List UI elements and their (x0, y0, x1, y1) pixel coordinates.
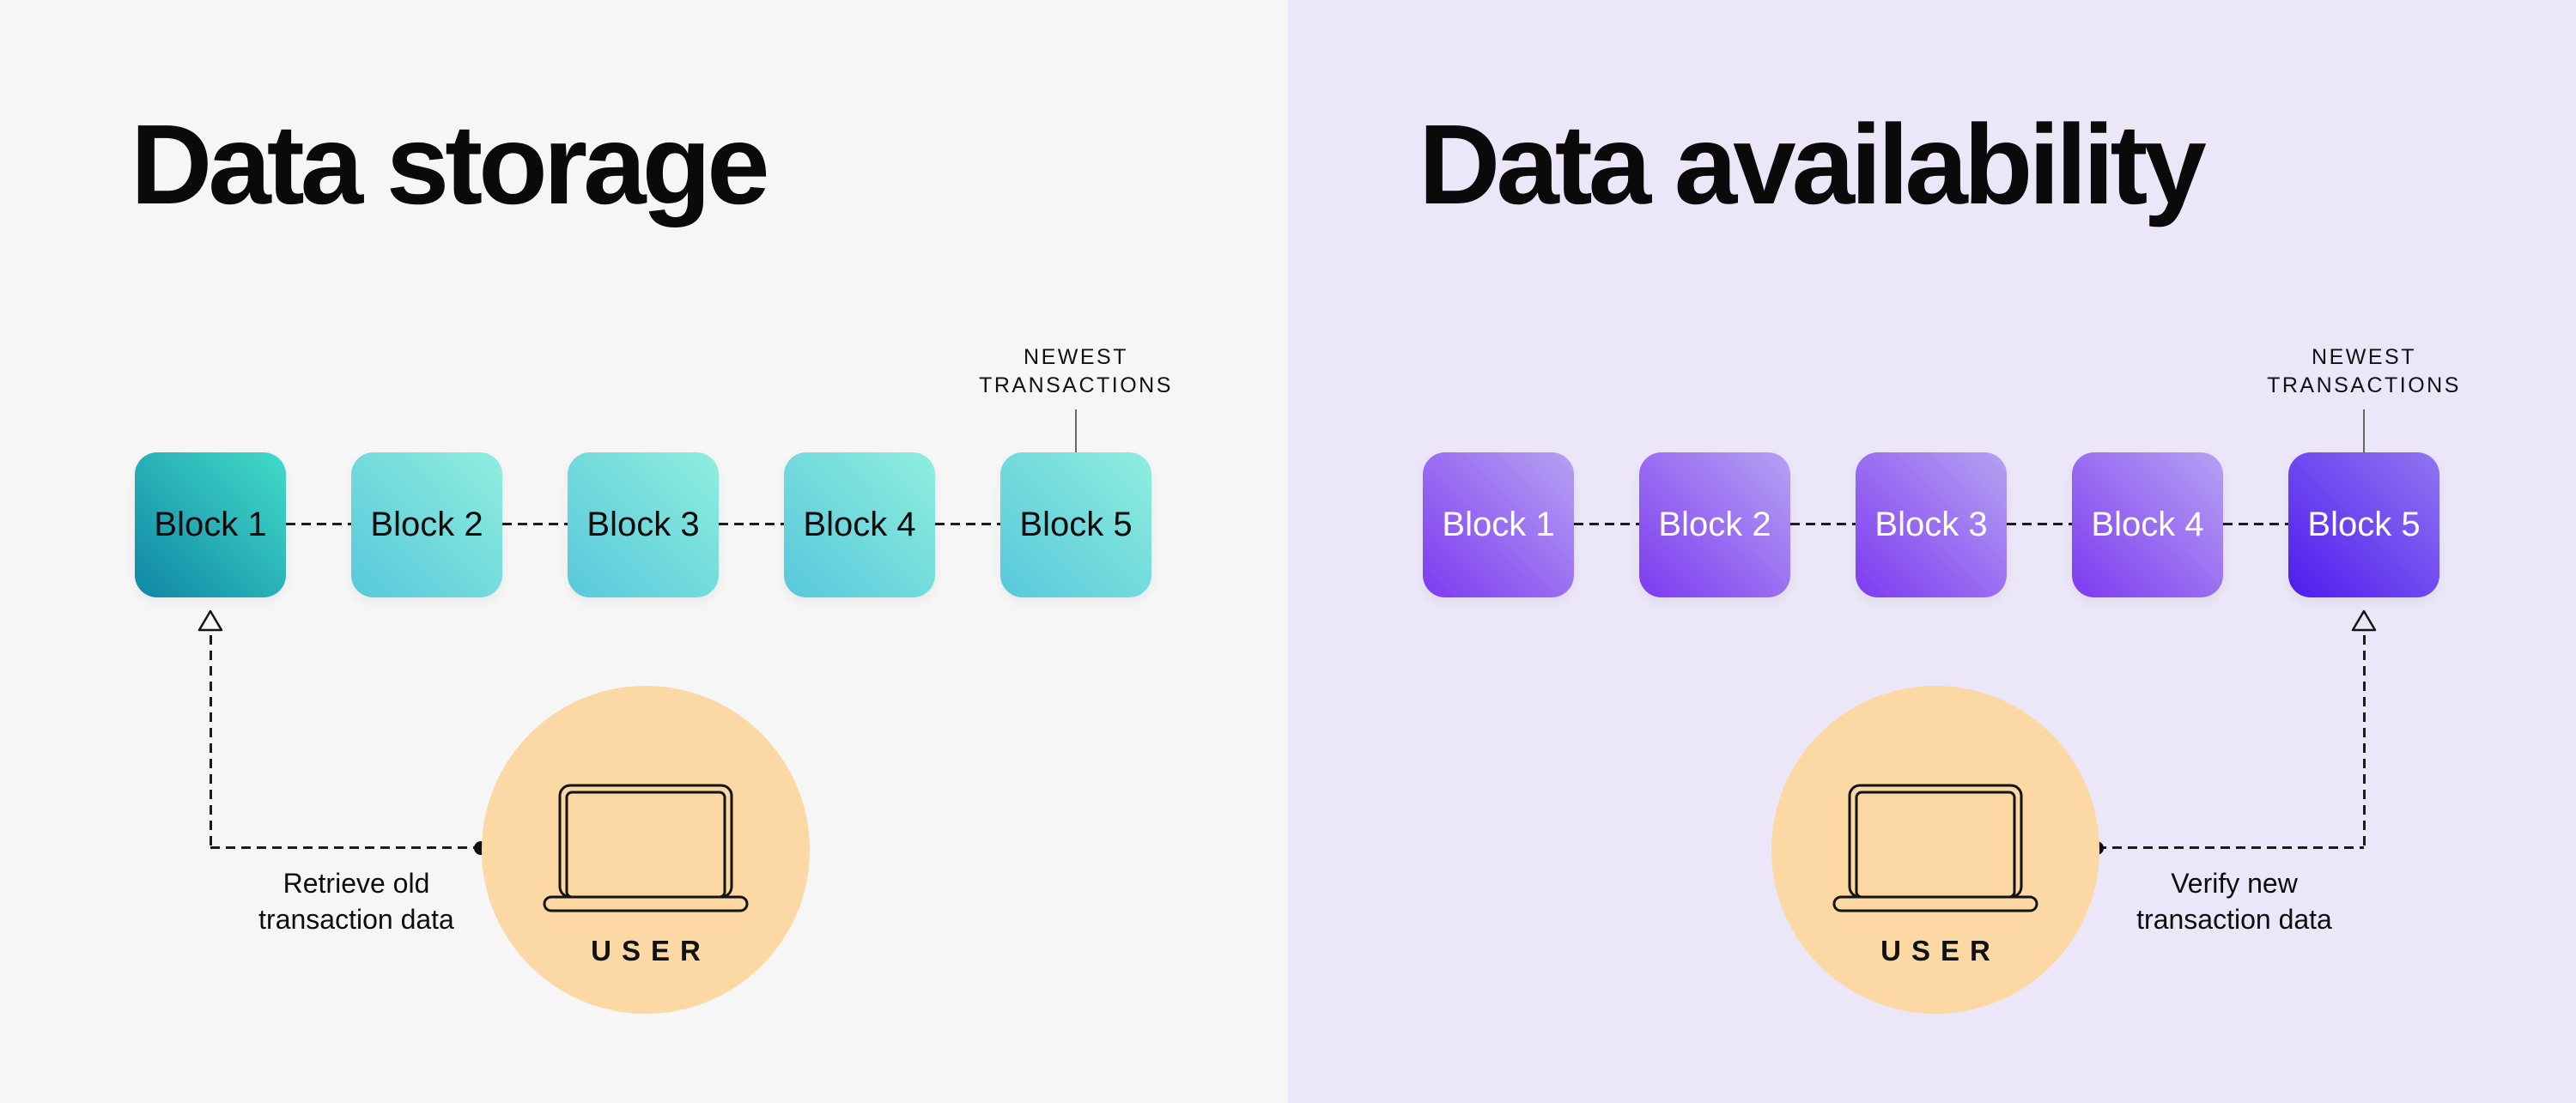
availability-block-5: Block 5 (2288, 452, 2439, 597)
laptop-icon (1832, 784, 2038, 912)
availability-title: Data availability (1419, 101, 2207, 227)
storage-block-1: Block 1 (135, 452, 286, 597)
availability-block-1: Block 1 (1423, 452, 1574, 597)
storage-block-4: Block 4 (784, 452, 935, 597)
user-label: USER (1880, 935, 2001, 967)
storage-block-3: Block 3 (568, 452, 719, 597)
newest-label-pointer-line (1075, 409, 1077, 452)
newest-transactions-label: NEWEST TRANSACTIONS (979, 345, 1173, 397)
availability-panel: Data availability Block 1 Block 2 Block … (1288, 0, 2576, 1103)
dashed-line-horizontal (2097, 846, 2364, 849)
user-circle: USER (1771, 686, 2099, 1014)
newest-transactions-label: NEWEST TRANSACTIONS (2267, 345, 2461, 397)
dashed-line-vertical (210, 635, 212, 848)
availability-caption: Verify new transaction data (2136, 868, 2332, 936)
availability-block-3: Block 3 (1856, 452, 2007, 597)
block-chain-connector (1574, 523, 1639, 525)
storage-panel: Data storage Block 1 Block 2 Block 3 Blo… (131, 101, 1173, 1014)
availability-block-4: Block 4 (2072, 452, 2223, 597)
storage-block-5: Block 5 (1000, 452, 1151, 597)
block-chain-connector (2223, 523, 2288, 525)
block-chain-connector (719, 523, 784, 525)
block-chain-connector (502, 523, 568, 525)
arrow-up-icon (2351, 609, 2377, 632)
user-label: USER (591, 935, 711, 967)
block-chain-connector (2007, 523, 2072, 525)
dashed-line-horizontal (210, 846, 481, 849)
dashed-line-vertical (2363, 635, 2366, 848)
block-chain-connector (935, 523, 1000, 525)
storage-block-2: Block 2 (351, 452, 502, 597)
block-chain-connector (286, 523, 351, 525)
arrow-up-icon (197, 609, 223, 632)
laptop-icon (543, 784, 749, 912)
user-circle: USER (482, 686, 810, 1014)
newest-label-pointer-line (2363, 409, 2365, 452)
storage-title: Data storage (131, 101, 770, 227)
storage-caption: Retrieve old transaction data (258, 868, 454, 936)
availability-block-2: Block 2 (1639, 452, 1790, 597)
block-chain-connector (1790, 523, 1856, 525)
